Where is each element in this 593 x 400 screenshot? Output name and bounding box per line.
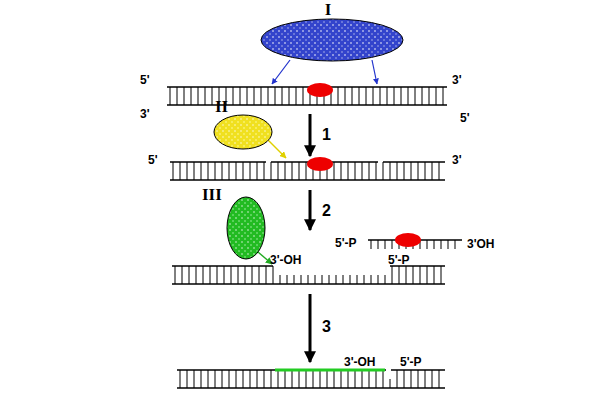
strand-end-label: 5' [460,112,470,124]
strand-end-label: 3' [452,74,462,86]
pointer-line [372,60,377,84]
enzyme-node: III [226,196,266,260]
dna-duplex [172,266,445,284]
strand-end-label: 5'-P [388,254,410,266]
enzyme-label: II [215,98,228,115]
enzyme-node: I [260,18,404,62]
strand-end-label: 3'-OH [270,254,302,266]
enzyme-shape [213,114,273,150]
enzyme-label: III [202,186,222,203]
enzyme-shape [260,18,404,62]
strand-end-label: 3'-OH [344,356,376,368]
strand-end-label: 3' [140,108,150,120]
dna-duplex [177,370,445,388]
strand-end-label: 5'-P [400,356,422,368]
step-number: 1 [322,127,331,143]
dna-duplex [167,87,447,105]
strand-end-label: 3' [452,154,462,166]
enzyme-label: I [325,1,332,18]
dna-lesion [395,233,421,247]
pointer-line [268,140,286,158]
step-arrow [309,114,312,156]
dna-lesion [307,83,333,97]
step-number: 3 [322,319,331,335]
strand-end-label: 3'OH [467,238,495,250]
strand-end-label: 5' [148,154,158,166]
step-number: 2 [322,203,331,219]
strand-end-label: 5' [140,74,150,86]
dna-lesion [307,157,333,171]
step-arrow [309,190,312,230]
enzyme-node: II [213,114,273,150]
pointer-line [258,252,272,264]
dna-strands [167,83,462,388]
pointer-line [272,60,290,84]
enzyme-shape [226,196,266,260]
step-arrow [309,294,312,362]
strand-end-label: 5'-P [335,237,357,249]
